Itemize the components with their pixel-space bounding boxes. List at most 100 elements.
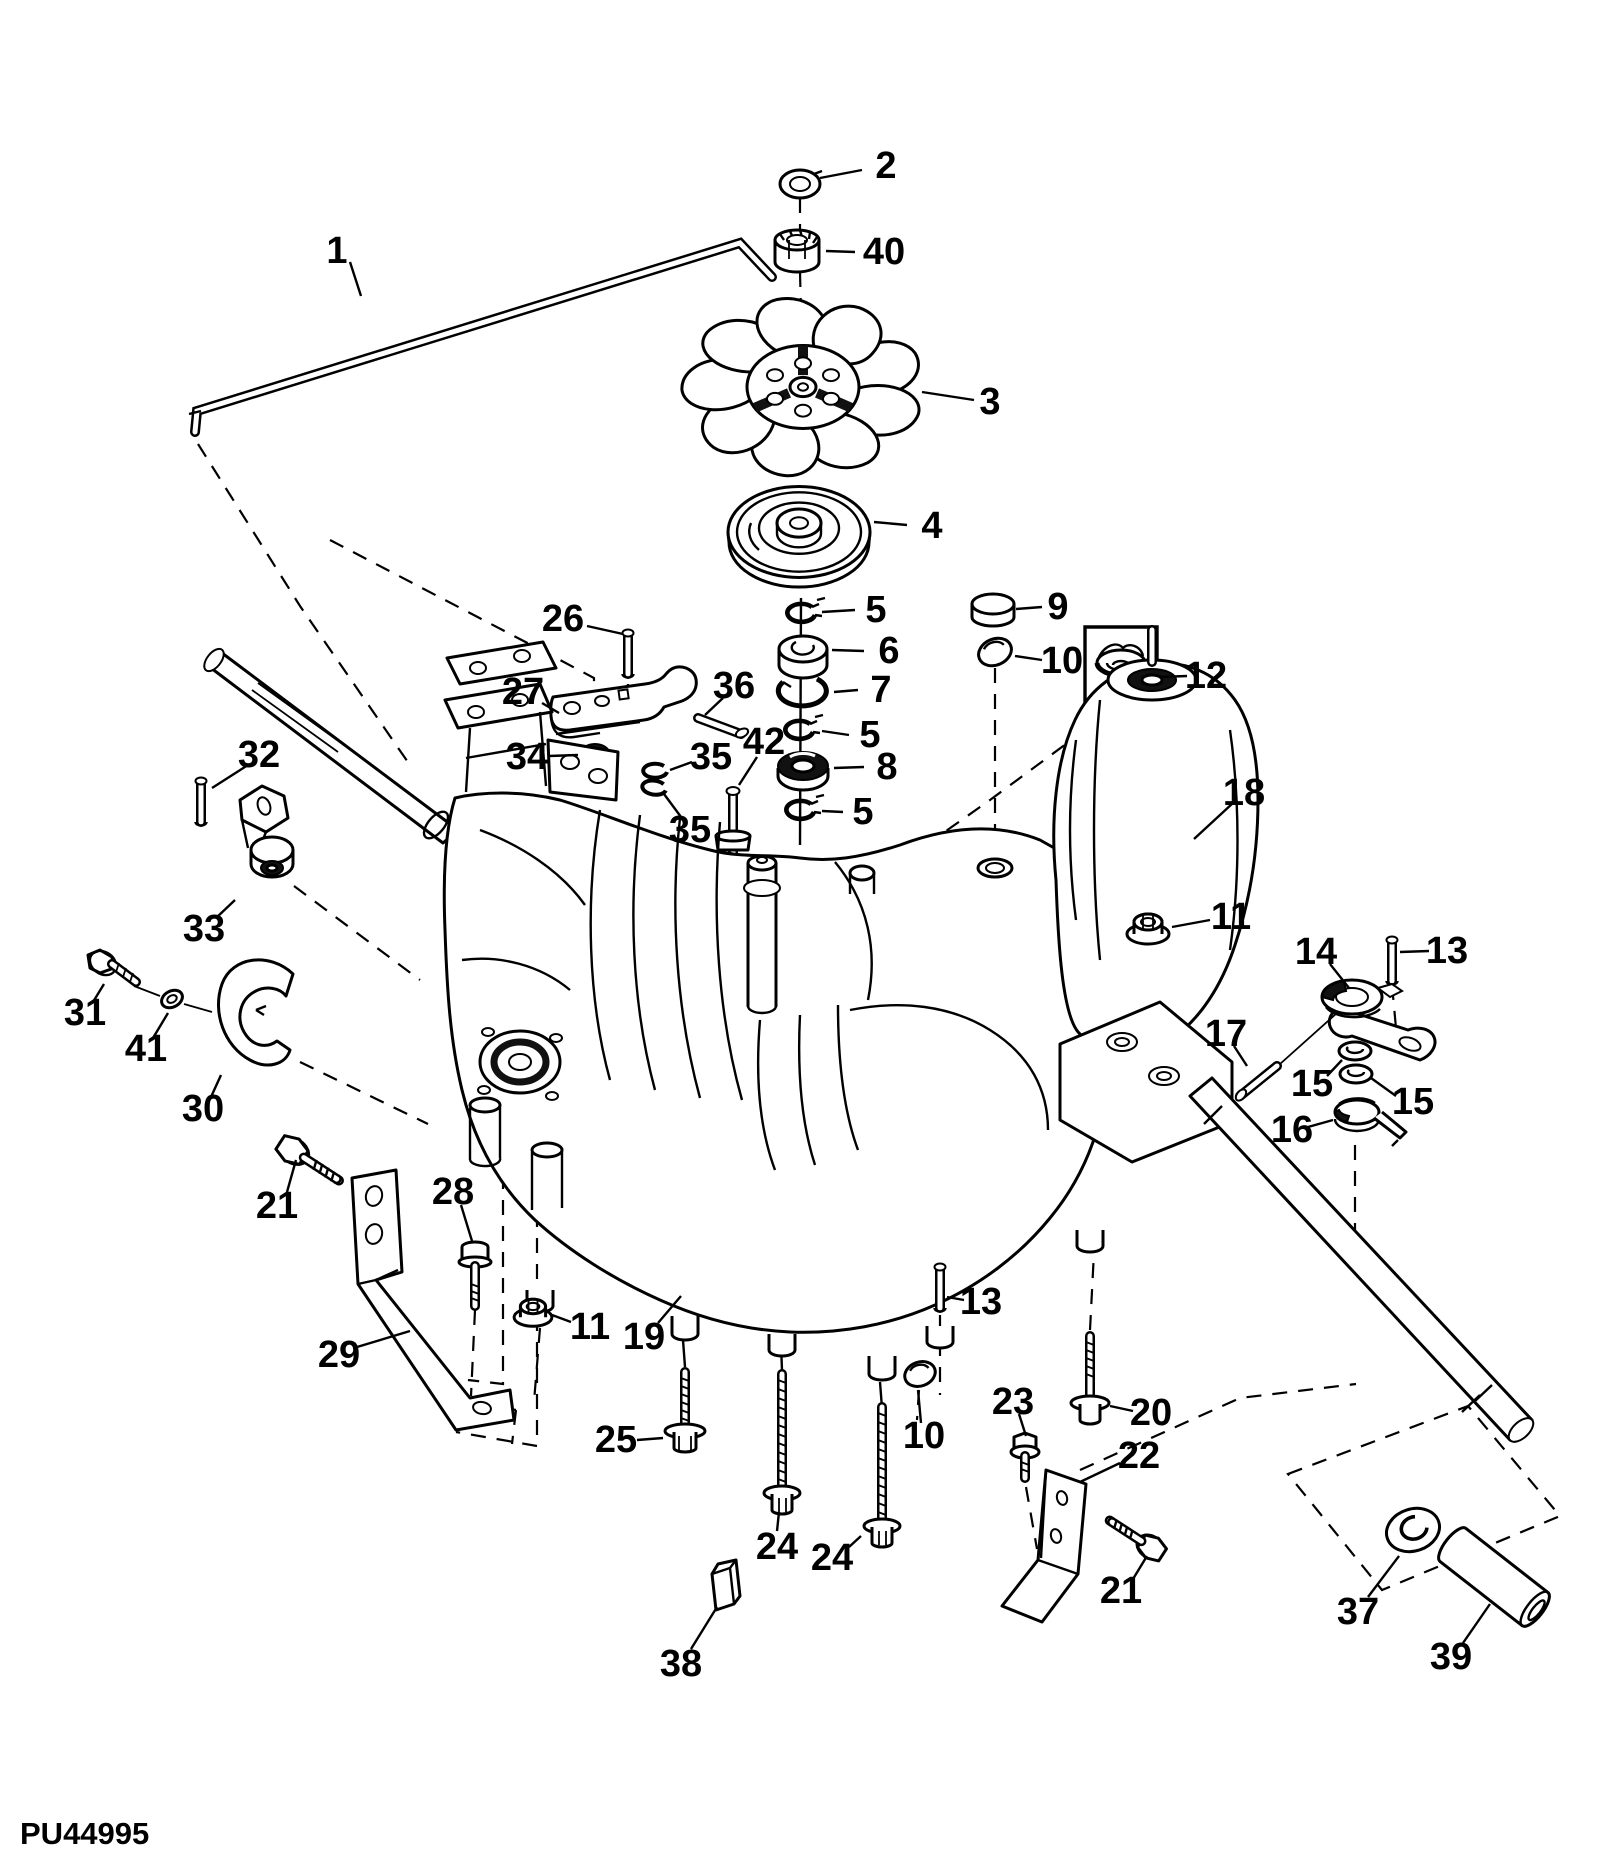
callout-label-40: 40 <box>863 231 905 273</box>
callout-label-12: 12 <box>1185 655 1227 697</box>
leader-line-17 <box>1234 1046 1247 1066</box>
part-2-washer <box>780 170 822 198</box>
leader-line-15 <box>1371 1078 1396 1096</box>
callout-label-37: 37 <box>1337 1591 1379 1633</box>
part-5-ring-a <box>787 598 825 622</box>
part-23-bolt <box>1011 1433 1039 1478</box>
part-15-washer-b <box>1338 1063 1374 1085</box>
part-40-lock-nut <box>775 230 819 272</box>
part-5-ring-c <box>786 795 824 819</box>
callout-label-32: 32 <box>238 734 280 776</box>
callout-label-25: 25 <box>595 1419 637 1461</box>
leader-line-9 <box>1016 607 1042 609</box>
callout-label-27: 27 <box>502 671 544 713</box>
callout-label-21: 21 <box>256 1185 298 1227</box>
part-35-ring-b <box>639 777 669 799</box>
part-13-pin-b <box>935 1264 946 1312</box>
part-13-pin-a <box>1387 937 1398 985</box>
callout-label-16: 16 <box>1271 1109 1313 1151</box>
leader-line-39 <box>1463 1604 1490 1643</box>
callout-label-26: 26 <box>542 598 584 640</box>
part-21-bolt-b <box>1103 1510 1169 1564</box>
callout-label-10: 10 <box>903 1415 945 1457</box>
callout-label-6: 6 <box>878 630 899 672</box>
callout-label-20: 20 <box>1130 1392 1172 1434</box>
leader-line-13 <box>1400 951 1429 952</box>
part-36-pin <box>698 718 750 739</box>
part-25-bolt <box>665 1372 705 1452</box>
leader-line-7 <box>834 690 858 692</box>
callout-label-4: 4 <box>921 505 942 547</box>
callout-label-3: 3 <box>979 381 1000 423</box>
part-5-ring-b <box>785 715 823 739</box>
callout-label-15: 15 <box>1291 1063 1333 1105</box>
callout-label-29: 29 <box>318 1334 360 1376</box>
callout-label-8: 8 <box>876 746 897 788</box>
leader-line-28 <box>461 1205 472 1241</box>
part-30-lock-clip <box>218 960 293 1065</box>
part-39-spacer-tube <box>1434 1524 1554 1631</box>
callout-label-39: 39 <box>1430 1636 1472 1678</box>
leader-line-36 <box>705 698 723 715</box>
callout-label-42: 42 <box>743 721 785 763</box>
leader-line-25 <box>637 1438 663 1440</box>
part-10-plug-a <box>972 631 1018 673</box>
callout-label-15: 15 <box>1392 1081 1434 1123</box>
leader-line-24 <box>777 1512 779 1531</box>
part-9-cap <box>972 594 1014 626</box>
callout-label-10: 10 <box>1041 640 1083 682</box>
leader-line-24 <box>849 1536 861 1547</box>
leader-line-4 <box>874 522 907 525</box>
leader-line-10 <box>1015 656 1042 660</box>
callout-label-14: 14 <box>1295 931 1337 973</box>
callout-label-23: 23 <box>992 1381 1034 1423</box>
callout-label-7: 7 <box>870 669 891 711</box>
part-16-spring <box>1335 1098 1406 1146</box>
leader-line-22 <box>1080 1463 1120 1482</box>
part-7-snap-ring <box>778 679 826 706</box>
callout-label-13: 13 <box>960 1281 1002 1323</box>
figure-code: PU44995 <box>20 1816 149 1851</box>
leader-line-5 <box>822 811 843 812</box>
callout-label-5: 5 <box>865 589 886 631</box>
callout-label-34: 34 <box>506 736 548 778</box>
leader-line-27 <box>542 703 559 713</box>
part-24-bolt-a <box>764 1374 800 1514</box>
part-1-control-rod <box>189 243 772 432</box>
leader-line-2 <box>820 170 862 178</box>
part-22-bracket <box>1002 1470 1086 1622</box>
callout-label-28: 28 <box>432 1171 474 1213</box>
leader-line-6 <box>832 650 864 651</box>
leader-line-34 <box>549 755 578 756</box>
leader-line-11 <box>552 1315 571 1322</box>
leader-line-29 <box>357 1331 410 1347</box>
callout-label-13: 13 <box>1426 930 1468 972</box>
leader-line-42 <box>739 757 757 785</box>
leader-line-32 <box>212 765 248 788</box>
leader-line-35 <box>664 794 684 821</box>
leader-line-41 <box>153 1013 168 1038</box>
leader-line-19 <box>658 1296 681 1323</box>
part-14-brake-cam <box>1322 980 1435 1060</box>
leader-line-3 <box>922 392 974 400</box>
part-33-pivot-bracket <box>240 786 293 877</box>
part-26-pin <box>623 630 634 678</box>
leader-lines <box>93 170 1490 1649</box>
leader-line-11 <box>1172 920 1210 927</box>
callout-label-22: 22 <box>1118 1435 1160 1477</box>
leader-line-10 <box>918 1390 921 1423</box>
leader-line-20 <box>1110 1406 1133 1411</box>
callout-label-33: 33 <box>183 908 225 950</box>
leader-line-18 <box>1194 803 1233 839</box>
callout-label-35: 35 <box>669 809 711 851</box>
leader-line-23 <box>1019 1414 1026 1436</box>
callout-label-36: 36 <box>713 665 755 707</box>
leader-line-31 <box>93 984 104 1002</box>
leader-line-16 <box>1308 1120 1333 1127</box>
leader-line-21 <box>287 1160 296 1192</box>
callout-label-2: 2 <box>875 145 896 187</box>
callout-label-9: 9 <box>1047 586 1068 628</box>
part-38-key <box>712 1560 740 1610</box>
callout-label-30: 30 <box>182 1088 224 1130</box>
